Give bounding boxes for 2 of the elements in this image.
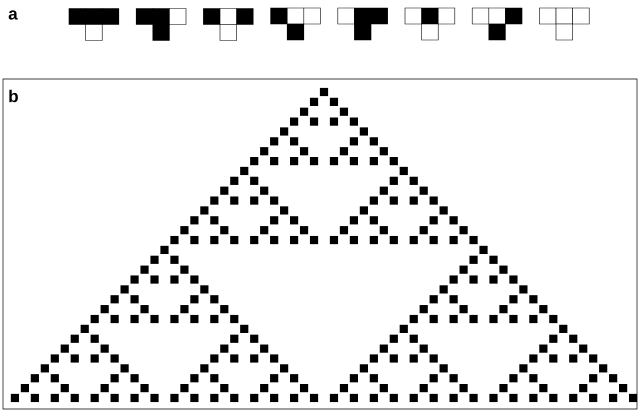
panel-label: b — [9, 90, 18, 102]
panel-label: a — [8, 10, 18, 20]
